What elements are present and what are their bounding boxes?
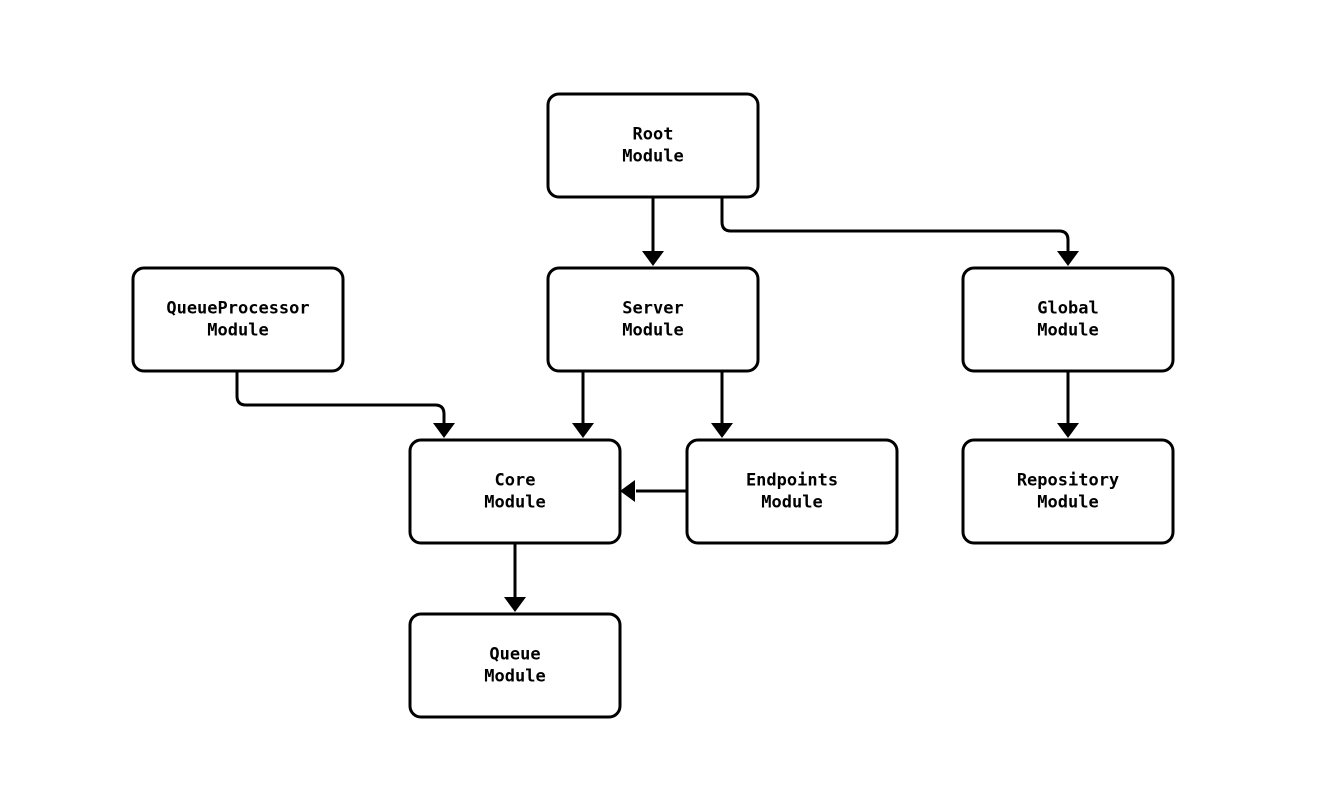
node-box [408, 612, 622, 719]
edge-global-to-repository [1057, 371, 1079, 438]
edges-layer [235, 197, 1079, 612]
arrow-head-icon [620, 480, 635, 502]
node-label-secondary: Module [484, 667, 545, 687]
node-label-secondary: Module [1037, 321, 1098, 341]
edge-line [235, 371, 446, 424]
edge-root-to-global [720, 197, 1079, 266]
edge-server-to-core [572, 371, 594, 438]
edge-line [720, 197, 1070, 252]
nodes-layer: RootModuleQueueProcessorModuleServerModu… [131, 92, 1175, 719]
edge-queueprocessor-to-core [235, 371, 455, 438]
node-box [685, 438, 899, 545]
arrow-head-icon [433, 423, 455, 438]
node-box [961, 438, 1175, 545]
edge-endpoints-to-core [620, 480, 687, 502]
node-label-secondary: Module [484, 493, 545, 513]
node-label-secondary: Module [622, 321, 683, 341]
node-box [131, 266, 345, 373]
node-box [546, 92, 760, 199]
node-label-primary: Global [1037, 299, 1098, 319]
node-label-primary: Repository [1017, 471, 1119, 491]
node-label-primary: Endpoints [746, 471, 838, 491]
arrow-head-icon [642, 251, 664, 266]
node-label-secondary: Module [622, 147, 683, 167]
arrow-head-icon [711, 423, 733, 438]
edge-core-to-queue [504, 543, 526, 612]
node-label-secondary: Module [761, 493, 822, 513]
node-label-secondary: Module [1037, 493, 1098, 513]
node-label-primary: Server [622, 299, 683, 319]
edge-server-to-endpoints [711, 371, 733, 438]
arrow-head-icon [1057, 251, 1079, 266]
arrow-head-icon [572, 423, 594, 438]
node-box [546, 266, 760, 373]
edge-root-to-server [642, 197, 664, 266]
node-box [961, 266, 1175, 373]
node-label-primary: Queue [489, 645, 540, 665]
node-box [408, 438, 622, 545]
node-label-primary: QueueProcessor [166, 299, 309, 319]
node-label-primary: Core [495, 471, 536, 491]
arrow-head-icon [504, 597, 526, 612]
arrow-head-icon [1057, 423, 1079, 438]
node-label-secondary: Module [207, 321, 268, 341]
node-label-primary: Root [633, 125, 674, 145]
